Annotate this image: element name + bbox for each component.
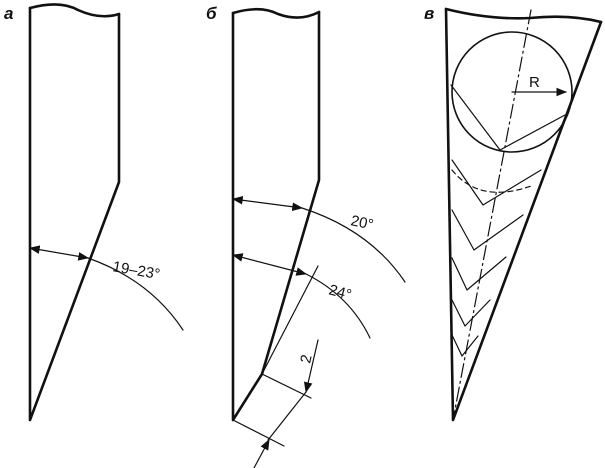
blade-a-outline: [28, 6, 121, 422]
center-axis-line: [452, 9, 532, 421]
radius-circle: [451, 31, 573, 153]
angle-a-arrow: [28, 245, 90, 261]
blade-c-outline: [444, 7, 603, 422]
grinding-chevron-3: [451, 209, 524, 251]
grinding-chevron-5: [451, 299, 491, 327]
angle-20-arrow: [231, 195, 304, 212]
chamfer-dim-line: [267, 391, 307, 441]
panel-b-label: б: [206, 4, 217, 23]
angle-24-arrow: [231, 253, 308, 276]
grinding-chevron-2: [451, 159, 542, 206]
panel-c-label: в: [424, 4, 434, 23]
radius-text: R: [529, 74, 540, 91]
panel-c: в R: [424, 4, 603, 422]
grinding-chevron-4: [451, 256, 507, 291]
angle-a-text: 19–23°: [111, 258, 161, 283]
extension-line: [261, 265, 319, 375]
chamfer-text: 2: [297, 353, 315, 365]
blade-a-top-break: [28, 3, 121, 18]
chamfer-dim-arrow-top: [303, 339, 319, 394]
angle-24-text: 24°: [327, 281, 353, 303]
blade-c-top-break: [444, 7, 603, 24]
chamfer-dim-arrow-bottom: [253, 439, 270, 468]
chamfer-ext-upper: [261, 373, 312, 399]
grinding-chevron-6: [451, 334, 479, 357]
angle-a-arc: [87, 257, 184, 331]
panel-b: б 20° 24° 2: [206, 4, 406, 468]
angle-20-text: 20°: [349, 212, 375, 233]
panel-a: а 19–23°: [4, 3, 184, 422]
grinding-chevron-1: [450, 84, 566, 151]
angle-24-arc: [305, 273, 371, 339]
dashed-wear-line: [451, 169, 535, 193]
panel-a-label: а: [4, 4, 13, 23]
angle-20-arc: [301, 207, 406, 283]
blade-b-top-break: [231, 7, 321, 19]
chamfer-ext-lower: [232, 419, 285, 447]
